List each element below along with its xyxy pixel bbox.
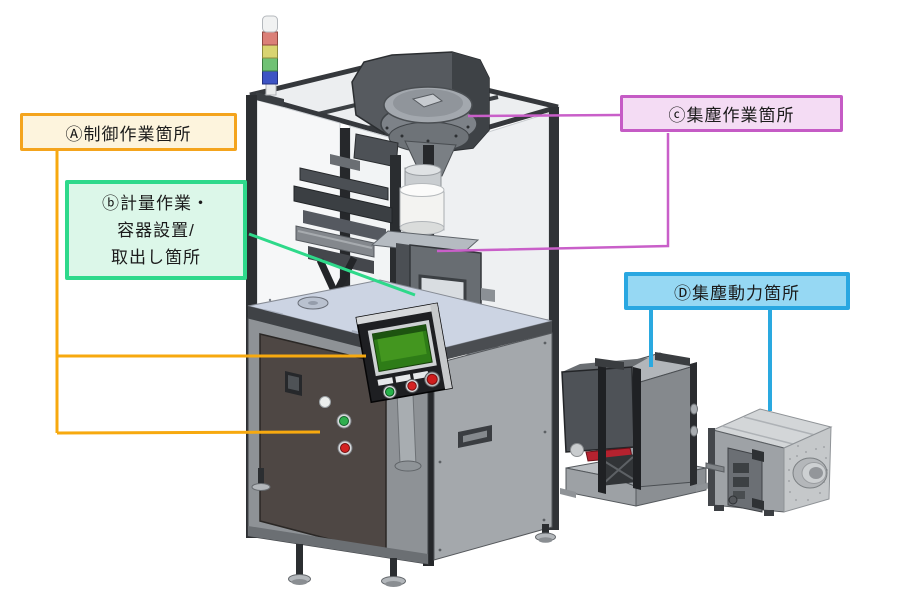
callout-line-d [649,310,772,411]
container-cylinder [370,164,480,256]
label-control-work-area: Ⓐ制御作業箇所 [20,113,237,151]
label-dust-power-text: Ⓓ集塵動力箇所 [674,283,800,303]
label-dust-power-area: Ⓓ集塵動力箇所 [624,272,850,310]
label-dust-collection-text: ⓒ集塵作業箇所 [668,106,795,125]
label-weighing-line2: 容器設置/ [117,220,195,240]
callout-line-b [248,232,416,297]
dust-collector-unit [560,352,710,507]
label-weighing-line3: 取出し箇所 [111,247,201,267]
main-machine [246,15,560,587]
callout-line-c [436,113,670,253]
leveling-feet [251,468,556,587]
label-weighing-container-area: ⓑ計量作業・ 容器設置/ 取出し箇所 [65,180,247,280]
bowl-feeder [351,51,490,177]
perforations [788,445,828,501]
control-display [355,302,453,472]
callout-line-a [55,151,366,435]
signal-tower-icon [256,15,284,107]
callout-lines [55,113,772,435]
label-dust-collection-work-area: ⓒ集塵作業箇所 [620,95,843,132]
blower-unit [705,408,833,516]
label-weighing-line1: ⓑ計量作業・ [102,193,210,213]
label-control-work-area-text: Ⓐ制御作業箇所 [65,124,192,144]
